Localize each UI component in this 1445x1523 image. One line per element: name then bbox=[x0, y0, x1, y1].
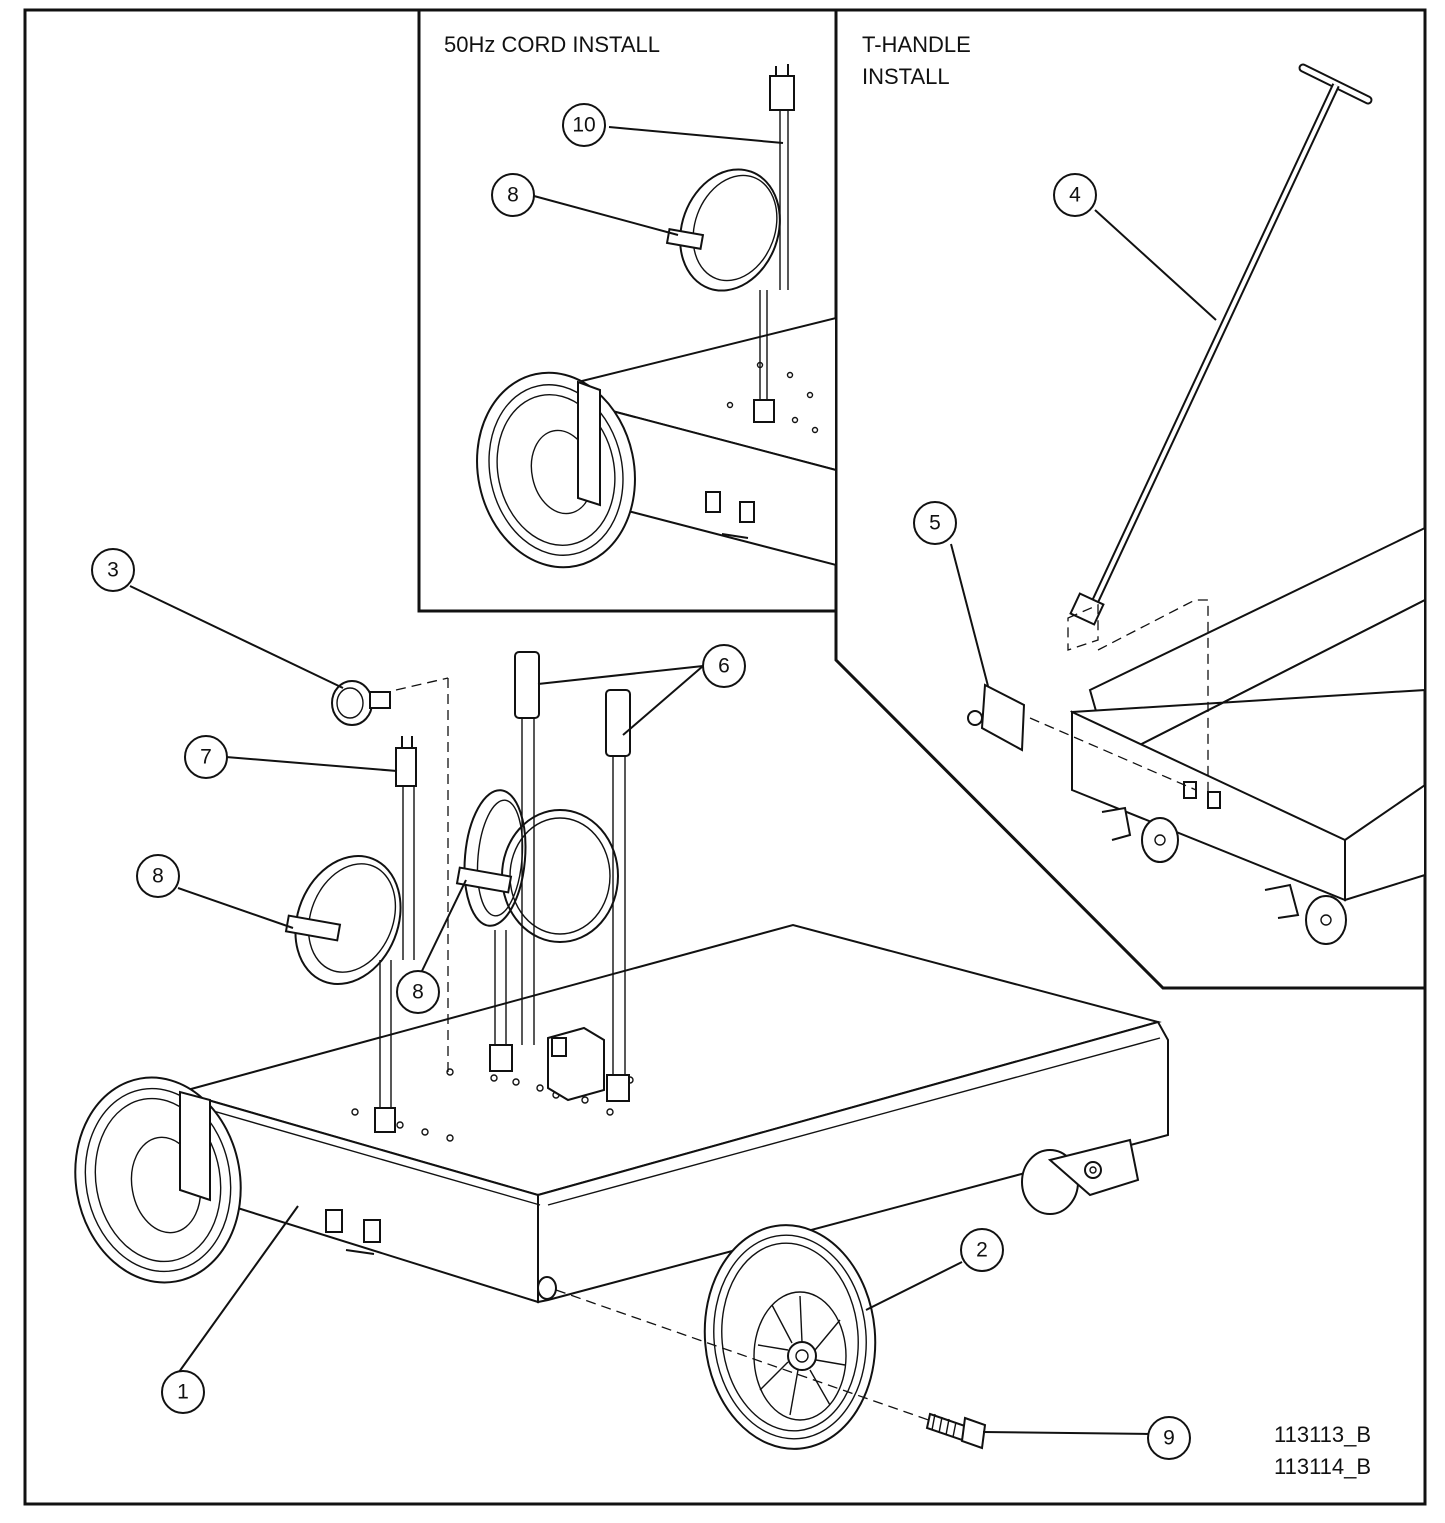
drawing-number-2: 113114_B bbox=[1274, 1454, 1371, 1479]
svg-text:1: 1 bbox=[177, 1381, 189, 1404]
callout-2: 2 bbox=[960, 1228, 1004, 1272]
callout-1: 1 bbox=[161, 1370, 205, 1414]
svg-text:7: 7 bbox=[200, 746, 212, 769]
svg-text:6: 6 bbox=[718, 655, 730, 678]
outer-frame bbox=[23, 8, 1427, 1506]
t-handle-inset: T-HANDLE INSTALL bbox=[834, 32, 1426, 990]
main-cart bbox=[74, 651, 1169, 1450]
svg-text:8: 8 bbox=[152, 865, 164, 888]
handle-inset-title-line2: INSTALL bbox=[862, 64, 950, 89]
svg-text:8: 8 bbox=[507, 184, 519, 207]
callout-6: 6 bbox=[702, 644, 746, 688]
callout-8-inset: 8 bbox=[491, 173, 535, 217]
callout-8-left: 8 bbox=[136, 854, 180, 898]
cord-install-inset: 50Hz CORD INSTALL bbox=[417, 10, 838, 613]
callout-5: 5 bbox=[913, 501, 957, 545]
callout-8-center: 8 bbox=[396, 970, 440, 1014]
svg-text:5: 5 bbox=[929, 512, 941, 535]
callout-3: 3 bbox=[91, 548, 135, 592]
drawing-number-1: 113113_B bbox=[1274, 1422, 1371, 1447]
svg-text:10: 10 bbox=[572, 114, 595, 137]
callout-10: 10 bbox=[562, 103, 606, 147]
callout-7: 7 bbox=[184, 735, 228, 779]
svg-text:3: 3 bbox=[107, 559, 119, 582]
cord-inset-title: 50Hz CORD INSTALL bbox=[444, 32, 660, 57]
callout-4: 4 bbox=[1053, 173, 1097, 217]
leader-lines bbox=[129, 126, 1217, 1435]
svg-text:2: 2 bbox=[976, 1239, 988, 1262]
svg-text:9: 9 bbox=[1163, 1427, 1175, 1450]
handle-inset-title-line1: T-HANDLE bbox=[862, 32, 971, 57]
svg-text:4: 4 bbox=[1069, 184, 1081, 207]
callout-9: 9 bbox=[1147, 1416, 1191, 1460]
svg-text:8: 8 bbox=[412, 981, 424, 1004]
